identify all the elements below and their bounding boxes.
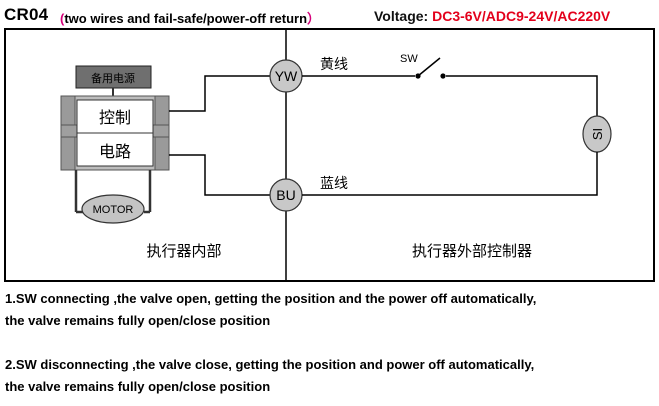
voltage-label: Voltage: [374,8,429,24]
si-label: SI [590,128,605,140]
blue-wire [302,152,598,196]
voltage-values: DC3-6V/ADC9-24V/AC220V [432,8,611,24]
yellow-wire-label: 黄线 [320,56,348,73]
wiring-diagram: 备用电源 控制 电路 MOTOR YW BU 黄线 蓝线 SW SI 执行器内部… [4,28,655,282]
switch-label: SW [400,53,418,65]
diagram-frame [4,28,655,282]
external-controller-label: 执行器外部控制器 [412,242,532,260]
note-1-line-2: the valve remains fully open/close posit… [5,313,271,328]
motor-shape [81,194,145,224]
note-1-line-1: 1.SW connecting ,the valve open, getting… [5,291,537,306]
voltage-spec: Voltage: DC3-6V/ADC9-24V/AC220V [374,8,610,24]
blue-wire-label: 蓝线 [320,176,348,192]
note-2-line-1: 2.SW disconnecting ,the valve close, get… [5,357,535,372]
backup-power-label: 备用电源 [91,71,135,85]
actuator-internal-label: 执行器内部 [146,242,221,260]
wire-control-to-bu [169,154,271,196]
wire-control-to-yw [169,75,271,112]
notes: 1.SW connecting ,the valve open, getting… [5,288,655,398]
motor-label: MOTOR [93,204,134,216]
control-label: 控制 [99,108,131,127]
header: CR04 (two wires and fail-safe/power-off … [0,0,659,30]
bu-terminal-label: BU [276,187,295,203]
circuit-label: 电路 [99,142,131,161]
yw-terminal-label: YW [275,68,298,84]
switch-blade [417,57,441,77]
model-name: CR04 [4,5,49,24]
model-subtitle: (two wires and fail-safe/power-off retur… [60,11,321,26]
note-2-line-2: the valve remains fully open/close posit… [5,379,271,394]
